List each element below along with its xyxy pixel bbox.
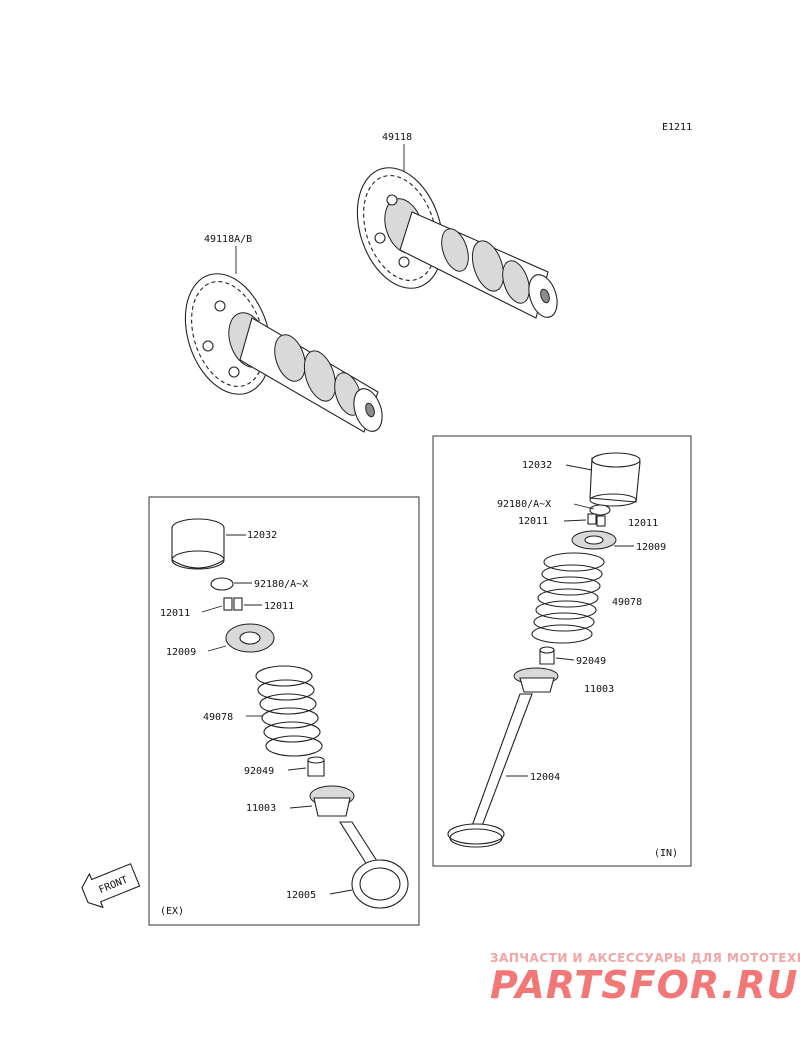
diagram-code: E1211 (662, 122, 692, 133)
label-in-guide: 11003 (584, 684, 614, 695)
label-camshaft-in: 49118A/B (204, 234, 252, 245)
exhaust-box-tag: (EX) (160, 906, 184, 917)
label-ex-shim: 92180/A~X (254, 579, 308, 590)
camshaft-intake (184, 273, 383, 433)
label-ex-tappet: 12032 (247, 530, 277, 541)
label-in-retainer: 12009 (636, 542, 666, 553)
label-ex-seat: 92049 (244, 766, 274, 777)
label-ex-spring: 49078 (203, 712, 233, 723)
label-camshaft-ex: 49118 (382, 132, 412, 143)
label-ex-guide: 11003 (246, 803, 276, 814)
exhaust-valve-box (148, 496, 420, 926)
label-in-seat: 92049 (576, 656, 606, 667)
camshaft-exhaust (356, 167, 558, 319)
label-in-cotter-right: 12011 (628, 518, 658, 529)
watermark-logo: PARTSFOR.RU (490, 963, 798, 1007)
label-ex-retainer: 12009 (166, 647, 196, 658)
intake-valve-box (432, 435, 692, 867)
label-in-cotter-left: 12011 (518, 516, 548, 527)
intake-box-tag: (IN) (654, 848, 678, 859)
label-in-tappet: 12032 (522, 460, 552, 471)
label-ex-cotter-right: 12011 (264, 601, 294, 612)
label-in-valve: 12004 (530, 772, 560, 783)
label-ex-valve: 12005 (286, 890, 316, 901)
watermark-tagline: ЗАПЧАСТИ И АКСЕССУАРЫ ДЛЯ МОТОТЕХНИКИ (490, 951, 800, 965)
label-in-spring: 49078 (612, 597, 642, 608)
front-arrow-icon: FRONT (81, 863, 141, 909)
label-in-shim: 92180/A~X (497, 499, 551, 510)
label-ex-cotter-left: 12011 (160, 608, 190, 619)
exhaust-valve-assembly (171, 518, 409, 909)
intake-valve-assembly (447, 452, 641, 848)
